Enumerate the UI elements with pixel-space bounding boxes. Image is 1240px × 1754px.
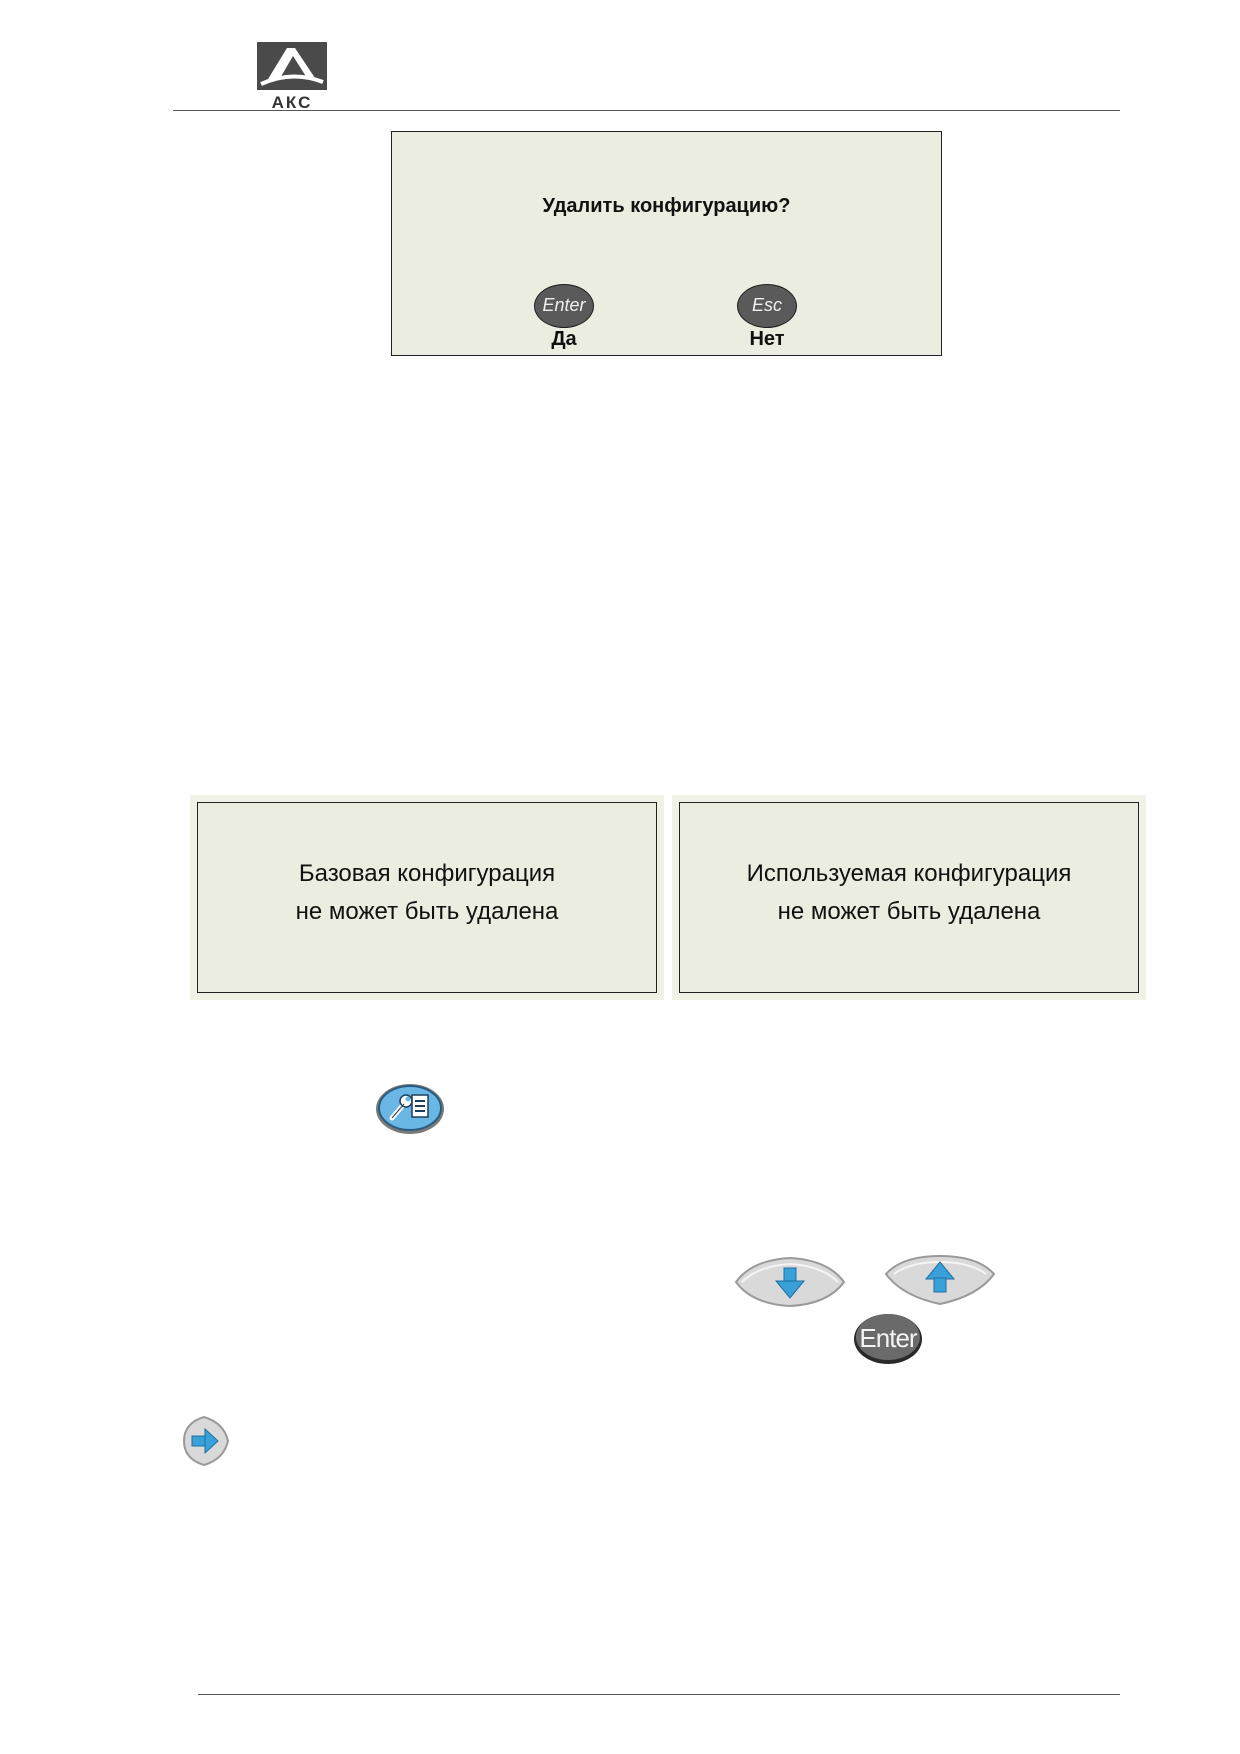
message-line: Используемая конфигурация xyxy=(746,860,1072,887)
enter-key-label: Enter xyxy=(859,1323,917,1353)
message-line: не может быть удалена xyxy=(777,898,1041,925)
header-divider xyxy=(173,110,1120,111)
arrow-down-icon xyxy=(774,1267,806,1299)
arrow-right-key[interactable] xyxy=(178,1413,232,1469)
arrow-up-icon xyxy=(924,1261,956,1293)
dialog-question: Удалить конфигурацию? xyxy=(542,195,791,217)
used-config-message-screen: Используемая конфигурация не может быть … xyxy=(672,795,1146,1000)
arrow-up-key[interactable] xyxy=(882,1252,998,1308)
message-line: Базовая конфигурация xyxy=(298,860,556,887)
company-logo: АКС xyxy=(257,40,327,110)
no-label: Нет xyxy=(749,328,785,350)
esc-key-button[interactable]: Esc xyxy=(737,284,797,328)
yes-label: Да xyxy=(551,328,577,350)
message-line: не может быть удалена xyxy=(295,898,559,925)
message-panel: Базовая конфигурация не может быть удале… xyxy=(197,802,657,993)
base-config-message-screen: Базовая конфигурация не может быть удале… xyxy=(190,795,664,1000)
svg-text:АКС: АКС xyxy=(272,93,313,110)
footer-divider xyxy=(198,1694,1120,1695)
delete-config-dialog: Удалить конфигурацию? Enter Esc Да Нет xyxy=(391,131,942,356)
enter-key[interactable]: Enter xyxy=(852,1311,924,1365)
settings-tools-icon[interactable] xyxy=(374,1082,446,1136)
enter-key-button[interactable]: Enter xyxy=(534,284,594,328)
message-panel: Используемая конфигурация не может быть … xyxy=(679,802,1139,993)
arrow-down-key[interactable] xyxy=(732,1254,848,1310)
arrow-right-icon xyxy=(191,1427,219,1455)
